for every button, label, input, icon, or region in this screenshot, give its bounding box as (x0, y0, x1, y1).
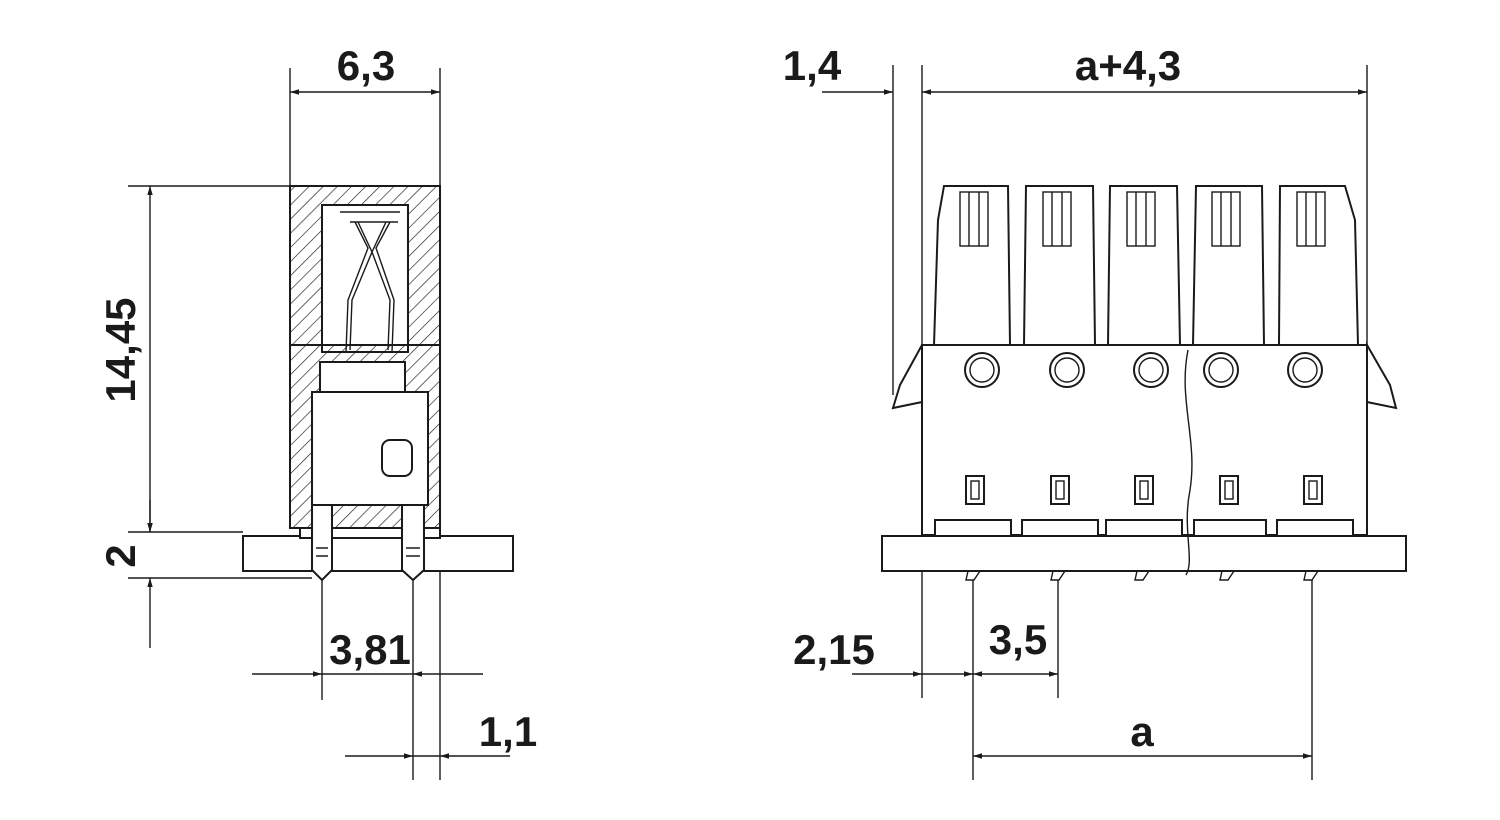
dim-pitch-label: 3,5 (989, 616, 1047, 663)
break-line (1184, 349, 1193, 576)
dim-pin-pitch-label: 3,81 (329, 626, 411, 673)
lever (1277, 185, 1360, 346)
front-latch-right (1366, 341, 1398, 410)
front-test-holes (964, 352, 1323, 388)
lever (1022, 185, 1097, 346)
dim-length-label: a (1130, 708, 1154, 755)
lever (1191, 185, 1266, 346)
side-dimensions: 6,3 14,45 2 3,81 1,1 (97, 42, 537, 780)
front-slots (965, 475, 1323, 505)
front-tabs (934, 519, 1354, 537)
side-view (242, 185, 514, 582)
front-latch-left (891, 344, 923, 410)
dim-width-label: 6,3 (337, 42, 395, 89)
front-view (881, 185, 1407, 581)
side-upper-chamber (321, 204, 409, 353)
front-pins (965, 570, 1319, 581)
side-base-inner (299, 527, 441, 539)
lever (932, 185, 1012, 346)
front-base (881, 535, 1407, 572)
latch-window (381, 439, 413, 477)
spring-top (340, 211, 400, 223)
dim-edge-offset-label: 2,15 (793, 626, 875, 673)
dim-pin-offset-label: 1,1 (479, 708, 537, 755)
side-base (242, 535, 514, 572)
side-slot (319, 361, 406, 393)
side-pin-right (401, 504, 425, 582)
dim-height-label: 14,45 (97, 297, 144, 402)
lever (1106, 185, 1182, 346)
dim-base-label: 2 (97, 544, 144, 567)
dim-total-width-label: a+4,3 (1075, 42, 1181, 89)
front-levers (932, 185, 1360, 346)
dim-overhang-label: 1,4 (783, 42, 842, 89)
side-pin-left (311, 504, 333, 582)
spring-contact (345, 221, 395, 353)
front-dimensions: 1,4 a+4,3 2,15 3,5 a (783, 42, 1368, 780)
